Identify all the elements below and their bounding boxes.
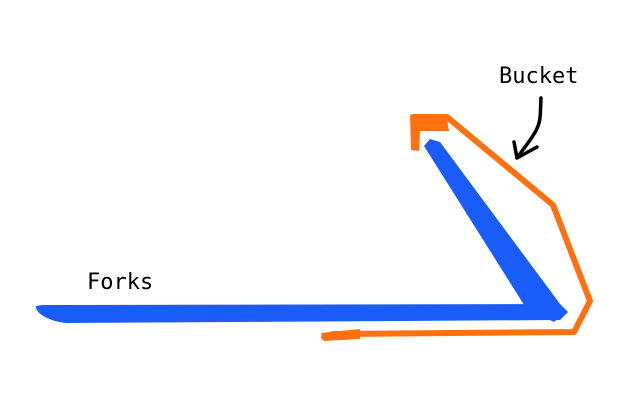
bucket-top-cap xyxy=(410,114,449,151)
forks-label: Forks xyxy=(87,270,154,295)
curved-arrow-icon xyxy=(512,96,543,160)
forks-shape xyxy=(35,304,569,323)
forks-upright xyxy=(424,139,566,322)
bucket-bottom-tip xyxy=(321,329,360,341)
bucket-label: Bucket xyxy=(499,64,579,89)
